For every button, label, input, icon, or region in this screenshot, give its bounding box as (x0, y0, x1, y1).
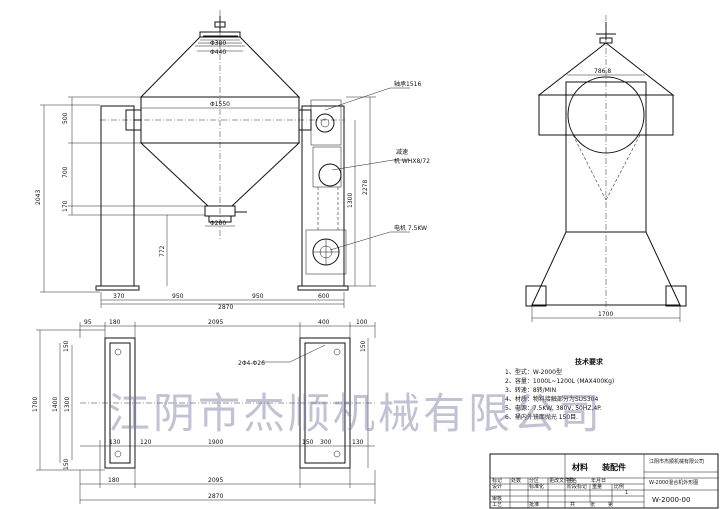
dim-d200: Φ200 (210, 220, 226, 227)
tech-item-5: 5、电源：7.5KW, 380V, 50HZ,4P. (505, 404, 602, 412)
dim-h1300: 1300 (347, 193, 354, 208)
dim-b150: 150 (302, 439, 314, 446)
tb-company: 江阴市杰顺机械有限公司 (649, 458, 704, 465)
dim-d440: Φ440 (210, 49, 226, 56)
dim-l150a: 150 (63, 340, 70, 352)
end-view (525, 15, 687, 322)
dim-h2278: 2278 (362, 180, 369, 195)
tb-ratio: 比例 (614, 483, 624, 490)
tb-qty: 处数 (511, 477, 521, 484)
dim-h500: 500 (62, 112, 69, 124)
dim-l150c: 150 (360, 340, 367, 352)
dim-b300: 300 (320, 439, 332, 446)
dim-b2870: 2870 (208, 493, 223, 500)
dim-w370: 370 (113, 293, 125, 300)
tb-design: 设计 (492, 483, 502, 490)
dim-h772: 772 (159, 245, 166, 257)
tb-drawing-no: W-2000-00 (652, 496, 690, 504)
dim-b180: 180 (108, 477, 120, 484)
tb-weight: 重量 (592, 483, 602, 490)
tb-total: 共 (570, 501, 575, 508)
dim-b1900: 1900 (208, 439, 223, 446)
tech-title: 技术要求 (575, 357, 604, 366)
dim-t180: 180 (109, 319, 121, 326)
dim-l150b: 150 (63, 458, 70, 470)
callout-bearing: 轴承1516 (394, 80, 421, 88)
dim-l1700: 1700 (32, 397, 39, 412)
tb-sign: 签名 (567, 477, 577, 484)
dim-bolts: 2Φ4-Φ26 (238, 360, 265, 367)
callout-motor: 电机 7.5KW (394, 224, 427, 232)
dim-t2095: 2095 (208, 319, 223, 326)
tb-num: 第 (608, 501, 613, 508)
tech-item-4: 4、材质：物料接触部分为SUS304 (505, 395, 598, 403)
front-view (95, 10, 349, 291)
dim-h2043: 2043 (35, 190, 42, 205)
plan-view (36, 322, 376, 504)
tb-assembly: 装配件 (601, 462, 626, 472)
tb-std: 标准化 (529, 483, 544, 490)
dim-t95: 95 (84, 319, 92, 326)
dim-d1550: Φ1550 (210, 101, 230, 108)
dim-d786: 786.8 (594, 68, 611, 75)
tb-drawing-name: W-2000混合机外形图 (649, 479, 698, 486)
dim-l1400: 1400 (52, 397, 59, 412)
callout-reducer-line1: 减速 (396, 148, 408, 156)
dim-l1300: 1300 (64, 397, 71, 412)
tb-zone: 分区 (529, 477, 539, 484)
dim-b130a: 130 (109, 439, 121, 446)
dim-w950a: 950 (172, 293, 184, 300)
dim-w1700: 1700 (598, 311, 613, 318)
tech-item-3: 3、转速：8转/MIN (505, 386, 556, 394)
dim-t100: 100 (356, 319, 368, 326)
tb-approve: 批准 (529, 501, 539, 508)
dim-b2095: 2095 (208, 477, 223, 484)
front-dimensions (40, 39, 410, 308)
tb-scale: 1 (625, 490, 628, 496)
dim-w2870: 2870 (218, 304, 233, 311)
tb-stage: 阶段标记 (567, 483, 587, 490)
dim-d380: Φ380 (210, 40, 226, 47)
tech-item-2: 2、容量：1000L~1200L (MAX400Kg) (505, 377, 614, 385)
tech-item-1: 1、型式：W-2000型 (505, 368, 562, 376)
dim-w950b: 950 (252, 293, 264, 300)
callout-reducer-line2: 机 WHX8/72 (394, 157, 430, 165)
dim-b130b: 130 (352, 439, 364, 446)
tb-mark: 标记 (492, 477, 502, 484)
dim-t400: 400 (318, 319, 330, 326)
tb-material: 材料 (572, 462, 588, 472)
tb-process: 工艺 (492, 502, 502, 508)
title-block-frame (489, 453, 719, 509)
tb-date: 年月日 (591, 477, 606, 484)
dim-w600: 600 (318, 293, 330, 300)
dim-b120: 120 (140, 439, 152, 446)
dim-h170: 170 (62, 200, 69, 212)
tb-check: 审核 (492, 495, 502, 502)
tb-sheet: 张 (590, 501, 595, 508)
tech-item-6: 6、桶内外镜面抛光 150目. (505, 413, 578, 421)
dim-h700: 700 (62, 166, 69, 178)
tb-doc: 更改文件号 (549, 477, 574, 484)
